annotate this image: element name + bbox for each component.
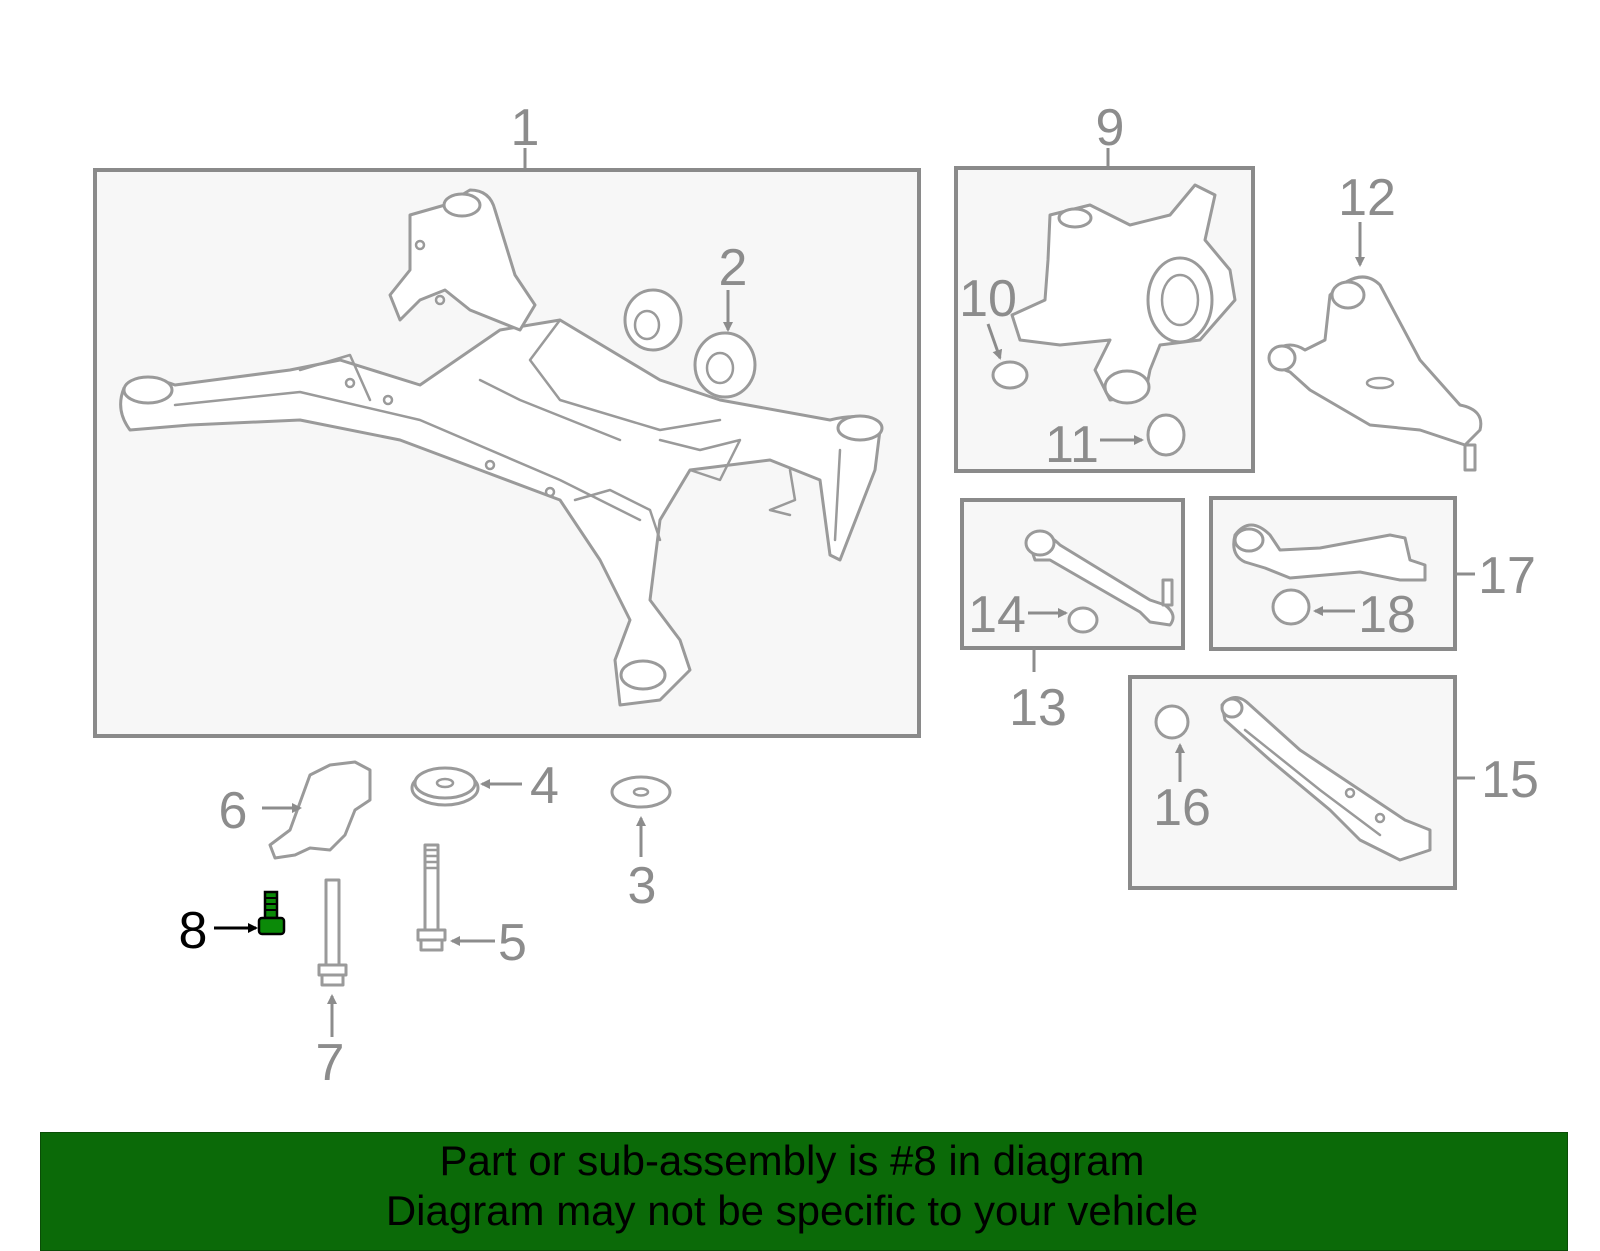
bracket-icon xyxy=(268,760,372,860)
callout-1: 1 xyxy=(511,99,540,157)
bolt-icon xyxy=(416,843,447,952)
flat-washer-icon xyxy=(610,775,672,809)
trailing-link-icon xyxy=(1232,523,1427,626)
callout-18: 18 xyxy=(1358,586,1416,644)
bushing-icon xyxy=(623,288,757,399)
long-bolt-icon xyxy=(317,878,348,987)
callout-9: 9 xyxy=(1096,99,1125,157)
upper-arm-group[interactable] xyxy=(1267,222,1483,472)
callout-4: 4 xyxy=(530,757,559,815)
callout-12: 12 xyxy=(1338,169,1396,227)
bolt-part-5[interactable] xyxy=(416,843,495,952)
knuckle-group[interactable] xyxy=(954,148,1255,473)
callout-15: 15 xyxy=(1481,751,1539,809)
callout-10: 10 xyxy=(959,270,1017,328)
knuckle-icon xyxy=(991,183,1237,457)
washer-icon xyxy=(410,766,480,807)
washer-part-4[interactable] xyxy=(410,766,522,807)
callout-2: 2 xyxy=(719,239,748,297)
callout-16: 16 xyxy=(1153,779,1211,837)
bolt-part-8[interactable] xyxy=(214,890,286,936)
trailing-link-group[interactable] xyxy=(1209,496,1475,651)
info-banner: Part or sub-assembly is #8 in diagram Di… xyxy=(40,1132,1568,1251)
lateral-link-group[interactable] xyxy=(960,498,1185,672)
crossmember-group[interactable] xyxy=(93,148,921,738)
washer-part-3[interactable] xyxy=(610,775,672,857)
bracket-part-6[interactable] xyxy=(262,760,372,860)
callout-13: 13 xyxy=(1009,679,1067,737)
callout-8: 8 xyxy=(179,902,208,960)
lower-arm-icon xyxy=(1154,696,1432,862)
crossmember-icon xyxy=(119,188,884,707)
callout-3: 3 xyxy=(628,857,657,915)
callout-17: 17 xyxy=(1478,547,1536,605)
bolt-part-7[interactable] xyxy=(317,878,348,1037)
callout-11: 11 xyxy=(1045,416,1099,474)
banner-line-2: Diagram may not be specific to your vehi… xyxy=(385,1187,1199,1234)
highlighted-bolt-icon xyxy=(257,890,286,936)
callout-14: 14 xyxy=(968,586,1026,644)
upper-arm-icon xyxy=(1267,275,1483,472)
banner-line-1: Part or sub-assembly is #8 in diagram xyxy=(439,1137,1145,1184)
callout-7: 7 xyxy=(316,1034,345,1092)
callout-6: 6 xyxy=(219,782,248,840)
lower-arm-group[interactable] xyxy=(1128,675,1475,890)
callout-5: 5 xyxy=(498,914,527,972)
lateral-link-icon xyxy=(1024,529,1175,634)
